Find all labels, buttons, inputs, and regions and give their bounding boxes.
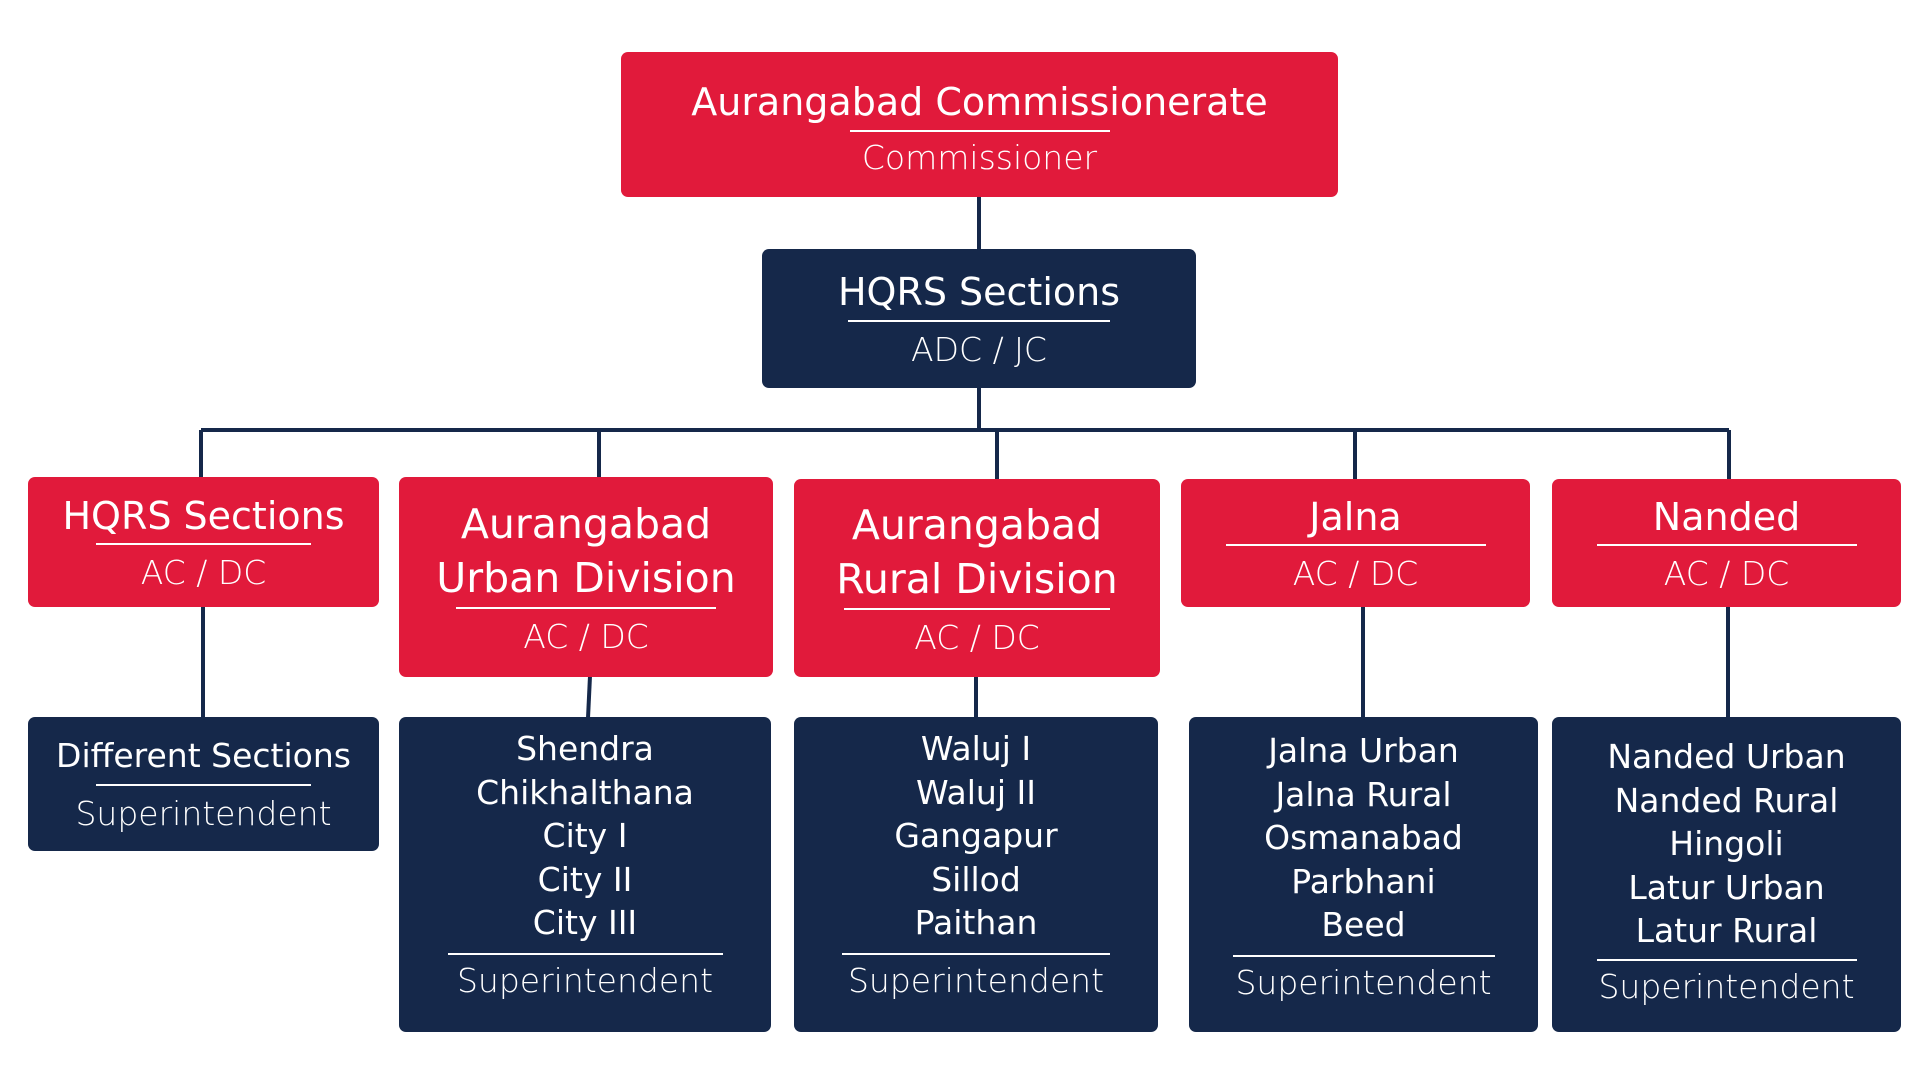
child-box-jalna-ranges: Jalna Urban Jalna Rural Osmanabad Parbha…: [1189, 717, 1538, 1032]
range-item: Chikhalthana: [476, 772, 694, 812]
range-item: Latur Urban: [1628, 867, 1825, 907]
branch-box-aurangabad-rural: Aurangabad Rural Division AC / DC: [794, 479, 1160, 677]
range-list: Jalna Urban Jalna Rural Osmanabad Parbha…: [1264, 729, 1463, 947]
branch-title: Nanded: [1652, 494, 1801, 539]
range-item: Nanded Rural: [1614, 780, 1839, 820]
range-item: Jalna Urban: [1268, 731, 1459, 770]
branch-box-aurangabad-urban: Aurangabad Urban Division AC / DC: [399, 477, 773, 677]
title-divider: [848, 319, 1110, 322]
child-box-nanded-ranges: Nanded Urban Nanded Rural Hingoli Latur …: [1552, 717, 1901, 1032]
child-box-rural-ranges: Waluj I Waluj II Gangapur Sillod Paithan…: [794, 717, 1158, 1032]
range-item: Jalna Rural: [1275, 774, 1452, 814]
range-item: Waluj II: [916, 772, 1036, 812]
range-list: Waluj I Waluj II Gangapur Sillod Paithan: [894, 727, 1057, 945]
commissionerate-box: Aurangabad Commissionerate Commissioner: [621, 52, 1338, 197]
range-item: City II: [537, 859, 633, 899]
child-role: Superintendent: [847, 960, 1105, 1000]
title-divider: [456, 606, 716, 609]
range-list: Shendra Chikhalthana City I City II City…: [476, 727, 694, 945]
child-role: Superintendent: [1598, 966, 1855, 1006]
branch-role: AC / DC: [1292, 554, 1419, 594]
range-item: Parbhani: [1291, 861, 1436, 901]
range-item: Shendra: [516, 729, 654, 768]
range-item: Osmanabad: [1264, 818, 1463, 858]
range-item: Nanded Urban: [1607, 737, 1846, 776]
range-item: City III: [532, 903, 638, 943]
range-item: Paithan: [914, 903, 1038, 943]
title-divider: [849, 129, 1110, 132]
range-item: Latur Rural: [1635, 911, 1818, 951]
branch-box-hqrs-sections: HQRS Sections AC / DC: [28, 477, 379, 607]
title-divider: [96, 543, 311, 546]
title-divider: [1596, 958, 1857, 961]
range-item: Beed: [1321, 905, 1406, 945]
title-divider: [96, 783, 311, 786]
title-divider: [1596, 544, 1857, 547]
branch-box-nanded: Nanded AC / DC: [1552, 479, 1901, 607]
range-item: Hingoli: [1669, 824, 1784, 864]
child-role: Superintendent: [1235, 962, 1492, 1002]
branch-title-line-1: Aurangabad: [460, 500, 712, 549]
child-role: Superintendent: [456, 960, 714, 1000]
range-item: Waluj I: [920, 729, 1032, 768]
child-box-different-sections: Different Sections Superintendent: [28, 717, 379, 851]
branch-role: AC / DC: [1663, 554, 1790, 594]
branch-title-line-1: Aurangabad: [851, 501, 1103, 550]
branch-role: AC / DC: [140, 553, 267, 593]
branch-role: AC / DC: [914, 617, 1040, 657]
hq-sections-box: HQRS Sections ADC / JC: [762, 249, 1196, 388]
branch-title-line-2: Rural Division: [836, 554, 1118, 603]
connector-branch-child-2: [586, 675, 592, 719]
title-divider: [1232, 954, 1495, 957]
branch-box-jalna: Jalna AC / DC: [1181, 479, 1530, 607]
branch-title: HQRS Sections: [62, 493, 345, 538]
commissionerate-title: Aurangabad Commissionerate: [691, 80, 1268, 125]
branch-title: Jalna: [1309, 494, 1402, 539]
hq-sections-role: ADC / JC: [911, 329, 1047, 369]
branch-title-line-2: Urban Division: [436, 553, 736, 602]
branch-role: AC / DC: [523, 616, 649, 656]
title-divider: [842, 952, 1110, 955]
range-list: Nanded Urban Nanded Rural Hingoli Latur …: [1607, 735, 1845, 953]
title-divider: [844, 607, 1110, 610]
title-divider: [1225, 544, 1486, 547]
range-item: City I: [542, 816, 628, 856]
range-item: Sillod: [931, 859, 1021, 899]
hq-sections-title: HQRS Sections: [837, 270, 1121, 315]
child-title: Different Sections: [56, 736, 351, 776]
commissionerate-role: Commissioner: [861, 137, 1098, 177]
child-box-urban-ranges: Shendra Chikhalthana City I City II City…: [399, 717, 771, 1032]
range-item: Gangapur: [894, 816, 1058, 856]
child-role: Superintendent: [75, 793, 332, 833]
title-divider: [447, 952, 723, 955]
